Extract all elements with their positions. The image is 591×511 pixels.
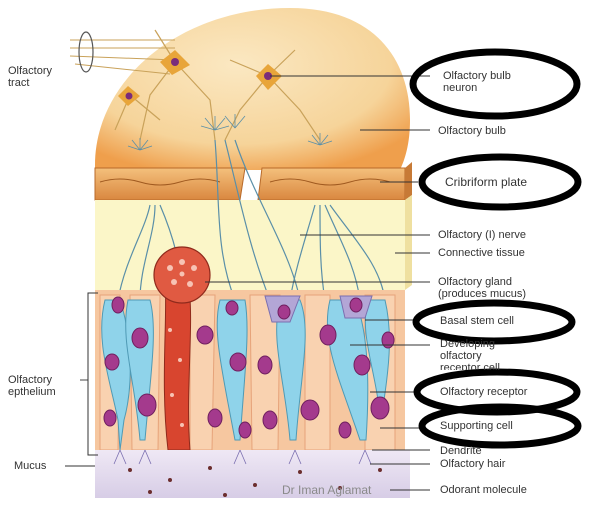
label-olfactory-bulb-neuron: Olfactory bulb neuron bbox=[443, 70, 511, 94]
label-supporting-cell: Supporting cell bbox=[440, 420, 513, 432]
label-epithelium-line2: epthelium bbox=[8, 386, 56, 398]
label-olfactory-tract-line2: tract bbox=[8, 77, 52, 89]
label-basal-stem-cell: Basal stem cell bbox=[440, 315, 514, 327]
label-olfactory-gland: Olfactory gland (produces mucus) bbox=[438, 276, 526, 300]
label-olfactory-tract: Olfactory tract bbox=[8, 65, 52, 89]
label-olfactory-tract-line1: Olfactory bbox=[8, 65, 52, 77]
label-developing-olfactory: Developing olfactory receptor cell bbox=[440, 338, 500, 370]
label-developing-line2: olfactory bbox=[440, 350, 500, 362]
olfactory-bulb-shape bbox=[95, 8, 410, 170]
label-cribriform-plate: Cribriform plate bbox=[445, 176, 527, 188]
label-gland-line2: (produces mucus) bbox=[438, 288, 526, 300]
label-developing-line3: receptor cell bbox=[440, 362, 500, 370]
label-epithelium-line1: Olfactory bbox=[8, 374, 56, 386]
olfactory-tract-ring bbox=[79, 32, 93, 72]
label-olfactory-bulb: Olfactory bulb bbox=[438, 125, 506, 137]
label-dendrite: Dendrite bbox=[440, 445, 482, 454]
label-olfactory-epithelium: Olfactory epthelium bbox=[8, 374, 56, 398]
label-gland-line1: Olfactory gland bbox=[438, 276, 526, 288]
label-odorant-molecule: Odorant molecule bbox=[440, 484, 527, 496]
label-connective-tissue: Connective tissue bbox=[438, 247, 525, 259]
label-olfactory-nerve: Olfactory (I) nerve bbox=[438, 229, 526, 241]
connective-tissue bbox=[95, 200, 405, 290]
label-mucus: Mucus bbox=[14, 460, 46, 472]
watermark: Dr Iman Aglamat bbox=[282, 483, 371, 497]
label-bulb-neuron-line2: neuron bbox=[443, 82, 511, 94]
label-olfactory-receptor: Olfactory receptor bbox=[440, 386, 527, 398]
label-developing-line1: Developing bbox=[440, 338, 500, 350]
label-bulb-neuron-line1: Olfactory bulb bbox=[443, 70, 511, 82]
label-olfactory-hair: Olfactory hair bbox=[440, 458, 505, 470]
